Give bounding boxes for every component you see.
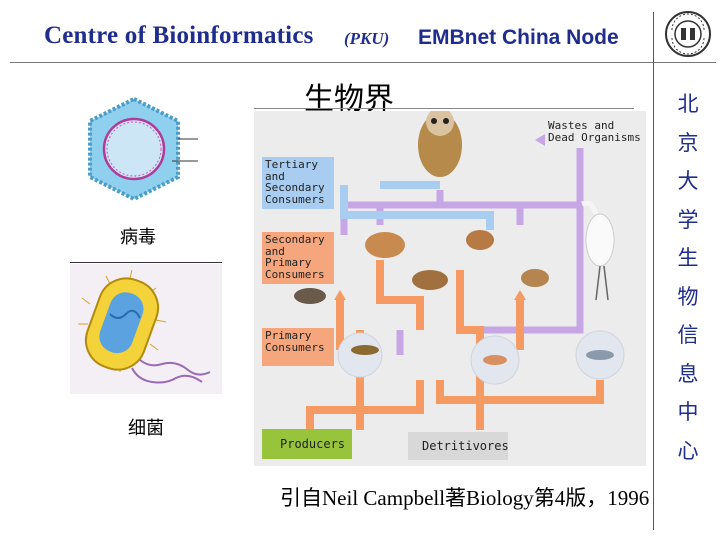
bacteria-illustration <box>70 264 222 394</box>
primary-consumers-box: Primary Consumers <box>262 328 334 366</box>
tertiary-consumers-box: Tertiary and Secondary Consumers <box>262 157 334 209</box>
wastes-box: Wastes and Dead Organisms <box>545 118 645 148</box>
detritivores-box: Detritivores <box>408 432 509 460</box>
vertical-divider <box>653 12 654 530</box>
pku-seal-logo <box>665 11 711 57</box>
header-title: Centre of Bioinformatics <box>44 22 314 49</box>
vchar: 京 <box>677 130 699 155</box>
vertical-institution-name: 北 京 大 学 生 物 信 息 中 心 <box>673 88 703 473</box>
bacteria-separator <box>70 262 222 263</box>
food-web-arrows <box>294 111 625 430</box>
vchar: 物 <box>677 284 699 309</box>
title-underline <box>254 108 634 109</box>
producers-box: Producers <box>262 429 352 459</box>
header-pku: (PKU) <box>344 29 390 48</box>
header-node: EMBnet China Node <box>418 26 619 49</box>
vchar: 生 <box>677 246 699 270</box>
virus-illustration <box>88 96 198 202</box>
vchar: 息 <box>677 361 699 386</box>
vchar: 心 <box>677 438 699 463</box>
header-divider <box>10 62 716 63</box>
bacteria-label: 细菌 <box>128 418 164 439</box>
vchar: 大 <box>677 169 699 193</box>
vchar: 学 <box>677 207 699 232</box>
vchar: 北 <box>677 92 699 116</box>
citation: 引自Neil Campbell著Biology第4版，1996 <box>280 486 650 510</box>
vchar: 中 <box>677 400 699 424</box>
vchar: 信 <box>677 323 699 347</box>
virus-label: 病毒 <box>120 227 156 248</box>
secondary-consumers-box: Secondary and Primary Consumers <box>262 232 334 284</box>
